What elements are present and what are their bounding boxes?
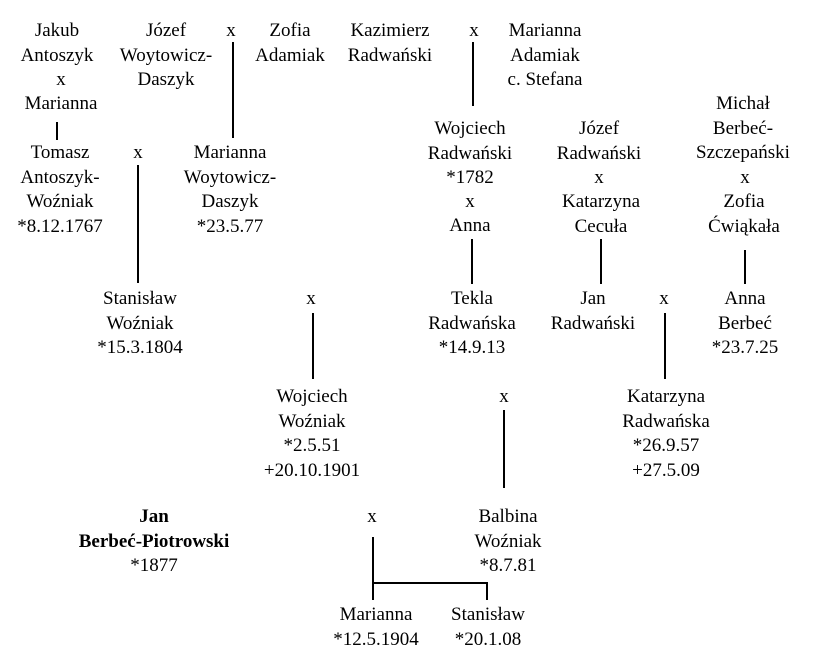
person-balbina-wozniak: Balbina Woźniak *8.7.81 [474, 506, 542, 576]
person-wojciech-radwanski: Wojciech Radwański *1782 [427, 118, 513, 188]
person-zofia-adamiak: Zofia Adamiak [255, 20, 325, 66]
person-marianna-child: Marianna *12.5.1904 [333, 604, 419, 650]
marriage-mark: x [499, 386, 509, 407]
marriage-mark: x [226, 20, 236, 41]
line-jozef-katarzyna-to-jan [600, 239, 602, 284]
person-anna: Anna [449, 215, 491, 236]
line-wojciech-katarzyna-to-balbina [503, 410, 505, 488]
person-kazimierz-radwanski: Kazimierz Radwański [347, 20, 433, 66]
person-katarzyna-radwanska: Katarzyna Radwańska *26.9.57 +27.5.09 [622, 386, 710, 481]
person-jan-radwanski: Jan Radwański [550, 288, 636, 334]
person-jan-berbec-piotrowski: Jan Berbeć-Piotrowski [78, 506, 230, 552]
person-tekla-radwanska: Tekla Radwańska *14.9.13 [428, 288, 516, 358]
marriage-mark: x [133, 142, 143, 163]
marriage-mark: x [306, 288, 316, 309]
person-anna-berbec: Anna Berbeć *23.7.25 [711, 288, 779, 358]
person-michal-berbec-szczepanski: Michał Berbeć- Szczepański [696, 93, 790, 163]
line-jan-balbina-descent [372, 537, 374, 600]
person-tomasz-antoszyk-wozniak: Tomasz Antoszyk- Woźniak *8.12.1767 [17, 142, 103, 237]
marriage-mark: x [465, 191, 475, 212]
marriage-mark: x [469, 20, 479, 41]
line-stanislaw-tekla-to-wojciech [312, 313, 314, 379]
person-stanislaw-wozniak: Stanisław Woźniak *15.3.1804 [97, 288, 183, 358]
line-tomasz-marianna-to-stanislaw [137, 165, 139, 283]
line-michal-zofia-to-anna [744, 250, 746, 284]
person-stanislaw-child: Stanisław *20.1.08 [451, 604, 525, 650]
person-jozef-woytowicz-daszyk: Józef Woytowicz- Daszyk [119, 20, 213, 90]
line-jakub-to-tomasz [56, 122, 58, 140]
line-children-bar [372, 582, 487, 584]
line-jan-anna-to-katarzyna [664, 313, 666, 379]
marriage-mark: x [594, 167, 604, 188]
marriage-mark: x [367, 506, 377, 527]
marriage-mark: x [659, 288, 669, 309]
person-marianna-woytowicz-daszyk: Marianna Woytowicz- Daszyk *23.5.77 [183, 142, 277, 237]
person-zofia-cwiakala: Zofia Ćwiąkała [708, 191, 780, 237]
line-kazimierz-marianna-to-wojciech [472, 42, 474, 106]
line-jozef-zofia-to-marianna [232, 42, 234, 138]
line-wojciech-anna-to-tekla [471, 239, 473, 284]
marriage-mark: x [56, 69, 66, 90]
person-marianna: Marianna [24, 93, 98, 114]
person-jozef-radwanski: Józef Radwański [556, 118, 642, 164]
line-to-stanislaw-child [486, 582, 488, 600]
person-jakub-antoszyk: Jakub Antoszyk [20, 20, 94, 66]
person-jan-berbec-piotrowski-birth: *1877 [130, 555, 178, 576]
person-marianna-adamiak: Marianna Adamiak c. Stefana [507, 20, 583, 90]
marriage-mark: x [740, 167, 750, 188]
person-wojciech-wozniak: Wojciech Woźniak *2.5.51 +20.10.1901 [263, 386, 361, 481]
person-katarzyna-cecula: Katarzyna Cecuła [561, 191, 641, 237]
